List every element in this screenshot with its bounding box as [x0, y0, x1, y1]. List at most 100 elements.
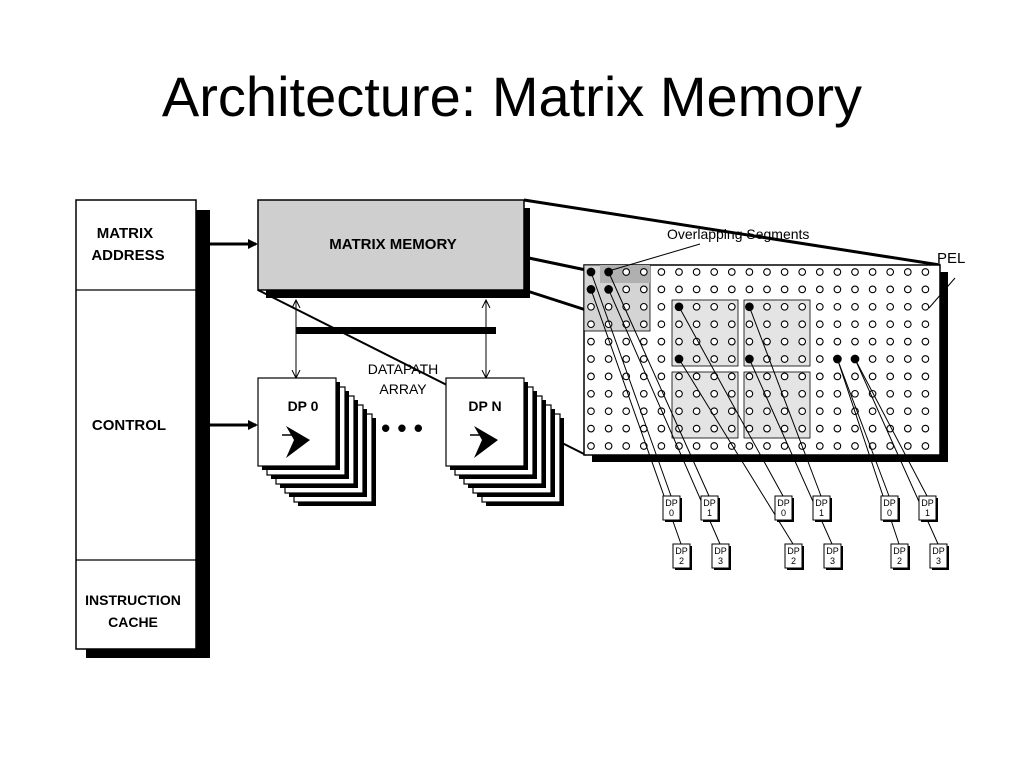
- pel-cell: [833, 372, 842, 381]
- pel-cell: [780, 320, 789, 329]
- pel-cell: [657, 424, 666, 433]
- pel-cell: [921, 268, 930, 276]
- matrix-address-label: ADDRESS: [91, 247, 164, 264]
- pel-cell: [851, 268, 859, 276]
- dp-tag-prefix: DP: [932, 546, 945, 556]
- pel-cell: [763, 268, 771, 276]
- pel-cell: [851, 337, 859, 346]
- pel-cell: [639, 389, 648, 398]
- pel-cell: [710, 302, 719, 311]
- pel-cell: [798, 302, 807, 311]
- pel-cell: [727, 424, 736, 433]
- pel-cell: [886, 285, 895, 294]
- dp-tag-prefix: DP: [665, 498, 678, 508]
- pel-grid: [586, 267, 930, 450]
- pel-cell: [727, 407, 736, 416]
- pel-cell: [622, 424, 631, 433]
- pel-cell: [886, 407, 895, 416]
- slide-title: Architecture: Matrix Memory: [161, 65, 863, 128]
- projection-line: [523, 255, 587, 272]
- dp-tag-prefix: DP: [787, 546, 800, 556]
- pel-cell: [622, 337, 631, 346]
- dp0-label: DP 0: [288, 398, 319, 414]
- pel-cell: [727, 320, 736, 329]
- alu-icon: [286, 426, 310, 458]
- instruction-cache-label: CACHE: [108, 614, 158, 630]
- dp-tag-number: 3: [830, 556, 835, 566]
- pel-cell: [780, 337, 789, 346]
- dp-tag: [784, 543, 803, 569]
- pel-cell: [763, 407, 771, 416]
- dp-tag-prefix: DP: [826, 546, 839, 556]
- pel-cell: [921, 372, 930, 381]
- dp-tag: [890, 543, 909, 569]
- projection-line: [523, 198, 941, 267]
- matrix-address-label: MATRIX: [97, 225, 153, 242]
- dp-tag-number: 2: [897, 556, 902, 566]
- pel-cell: [587, 337, 595, 346]
- pel-cell: [745, 268, 754, 276]
- pel-cell: [710, 424, 719, 433]
- pel-cell: [851, 372, 859, 381]
- pel-cell: [780, 372, 789, 381]
- pel-cell: [675, 320, 683, 329]
- pel-cell: [833, 285, 842, 294]
- dp-tag-number: 0: [669, 508, 674, 518]
- pel-cell: [780, 355, 789, 363]
- pel-cell: [587, 442, 595, 450]
- pel-cell: [921, 285, 930, 294]
- pel-cell: [587, 372, 595, 381]
- pel-cell: [886, 372, 895, 381]
- pel-cell: [868, 372, 877, 381]
- pel-cell: [763, 285, 771, 294]
- pel-cell: [675, 285, 683, 294]
- pel-cell: [763, 302, 771, 311]
- pel-cell: [868, 424, 877, 433]
- pel-cell: [657, 285, 666, 294]
- pel-cell: [727, 337, 736, 346]
- pel-cell: [780, 285, 789, 294]
- pel-cell: [921, 337, 930, 346]
- dp-tag-prefix: DP: [714, 546, 727, 556]
- dp-tag: [711, 543, 730, 569]
- pel-cell: [815, 407, 824, 416]
- alu-icon: [474, 426, 498, 458]
- dp-connector-line: [678, 358, 794, 545]
- dp-connector-line: [748, 306, 822, 497]
- pel-cell: [903, 268, 912, 276]
- dp-tag-prefix: DP: [675, 546, 688, 556]
- pel-cell: [921, 424, 930, 433]
- dp-tag-prefix: DP: [703, 498, 716, 508]
- pel-cell: [903, 355, 912, 363]
- pel-cell: [692, 442, 701, 450]
- pel-cell: [886, 337, 895, 346]
- pel-cell: [780, 302, 789, 311]
- ellipsis: • • •: [381, 413, 423, 443]
- pel-cell: [903, 320, 912, 329]
- pel-cell: [622, 442, 631, 450]
- pel-cell: [815, 424, 824, 433]
- pel-cell: [622, 268, 631, 276]
- pel-cell: [886, 389, 895, 398]
- pel-cell: [657, 372, 666, 381]
- dp-connector-line: [590, 271, 672, 497]
- pel-cell: [639, 268, 648, 276]
- pel-cell: [763, 337, 771, 346]
- pel-cell: [815, 389, 824, 398]
- pel-cell: [639, 285, 648, 294]
- pel-cell: [692, 320, 701, 329]
- projection-line: [523, 288, 587, 312]
- pel-cell: [815, 372, 824, 381]
- pel-cell: [903, 285, 912, 294]
- pel-cell: [921, 355, 930, 363]
- pel-cell: [587, 389, 595, 398]
- dp-connector-line: [608, 271, 710, 497]
- pel-cell: [710, 389, 719, 398]
- pel-cell: [798, 355, 807, 363]
- pel-cell: [798, 389, 807, 398]
- pel-cell: [727, 268, 736, 276]
- pel-cell: [921, 302, 930, 311]
- pel-cell: [763, 372, 771, 381]
